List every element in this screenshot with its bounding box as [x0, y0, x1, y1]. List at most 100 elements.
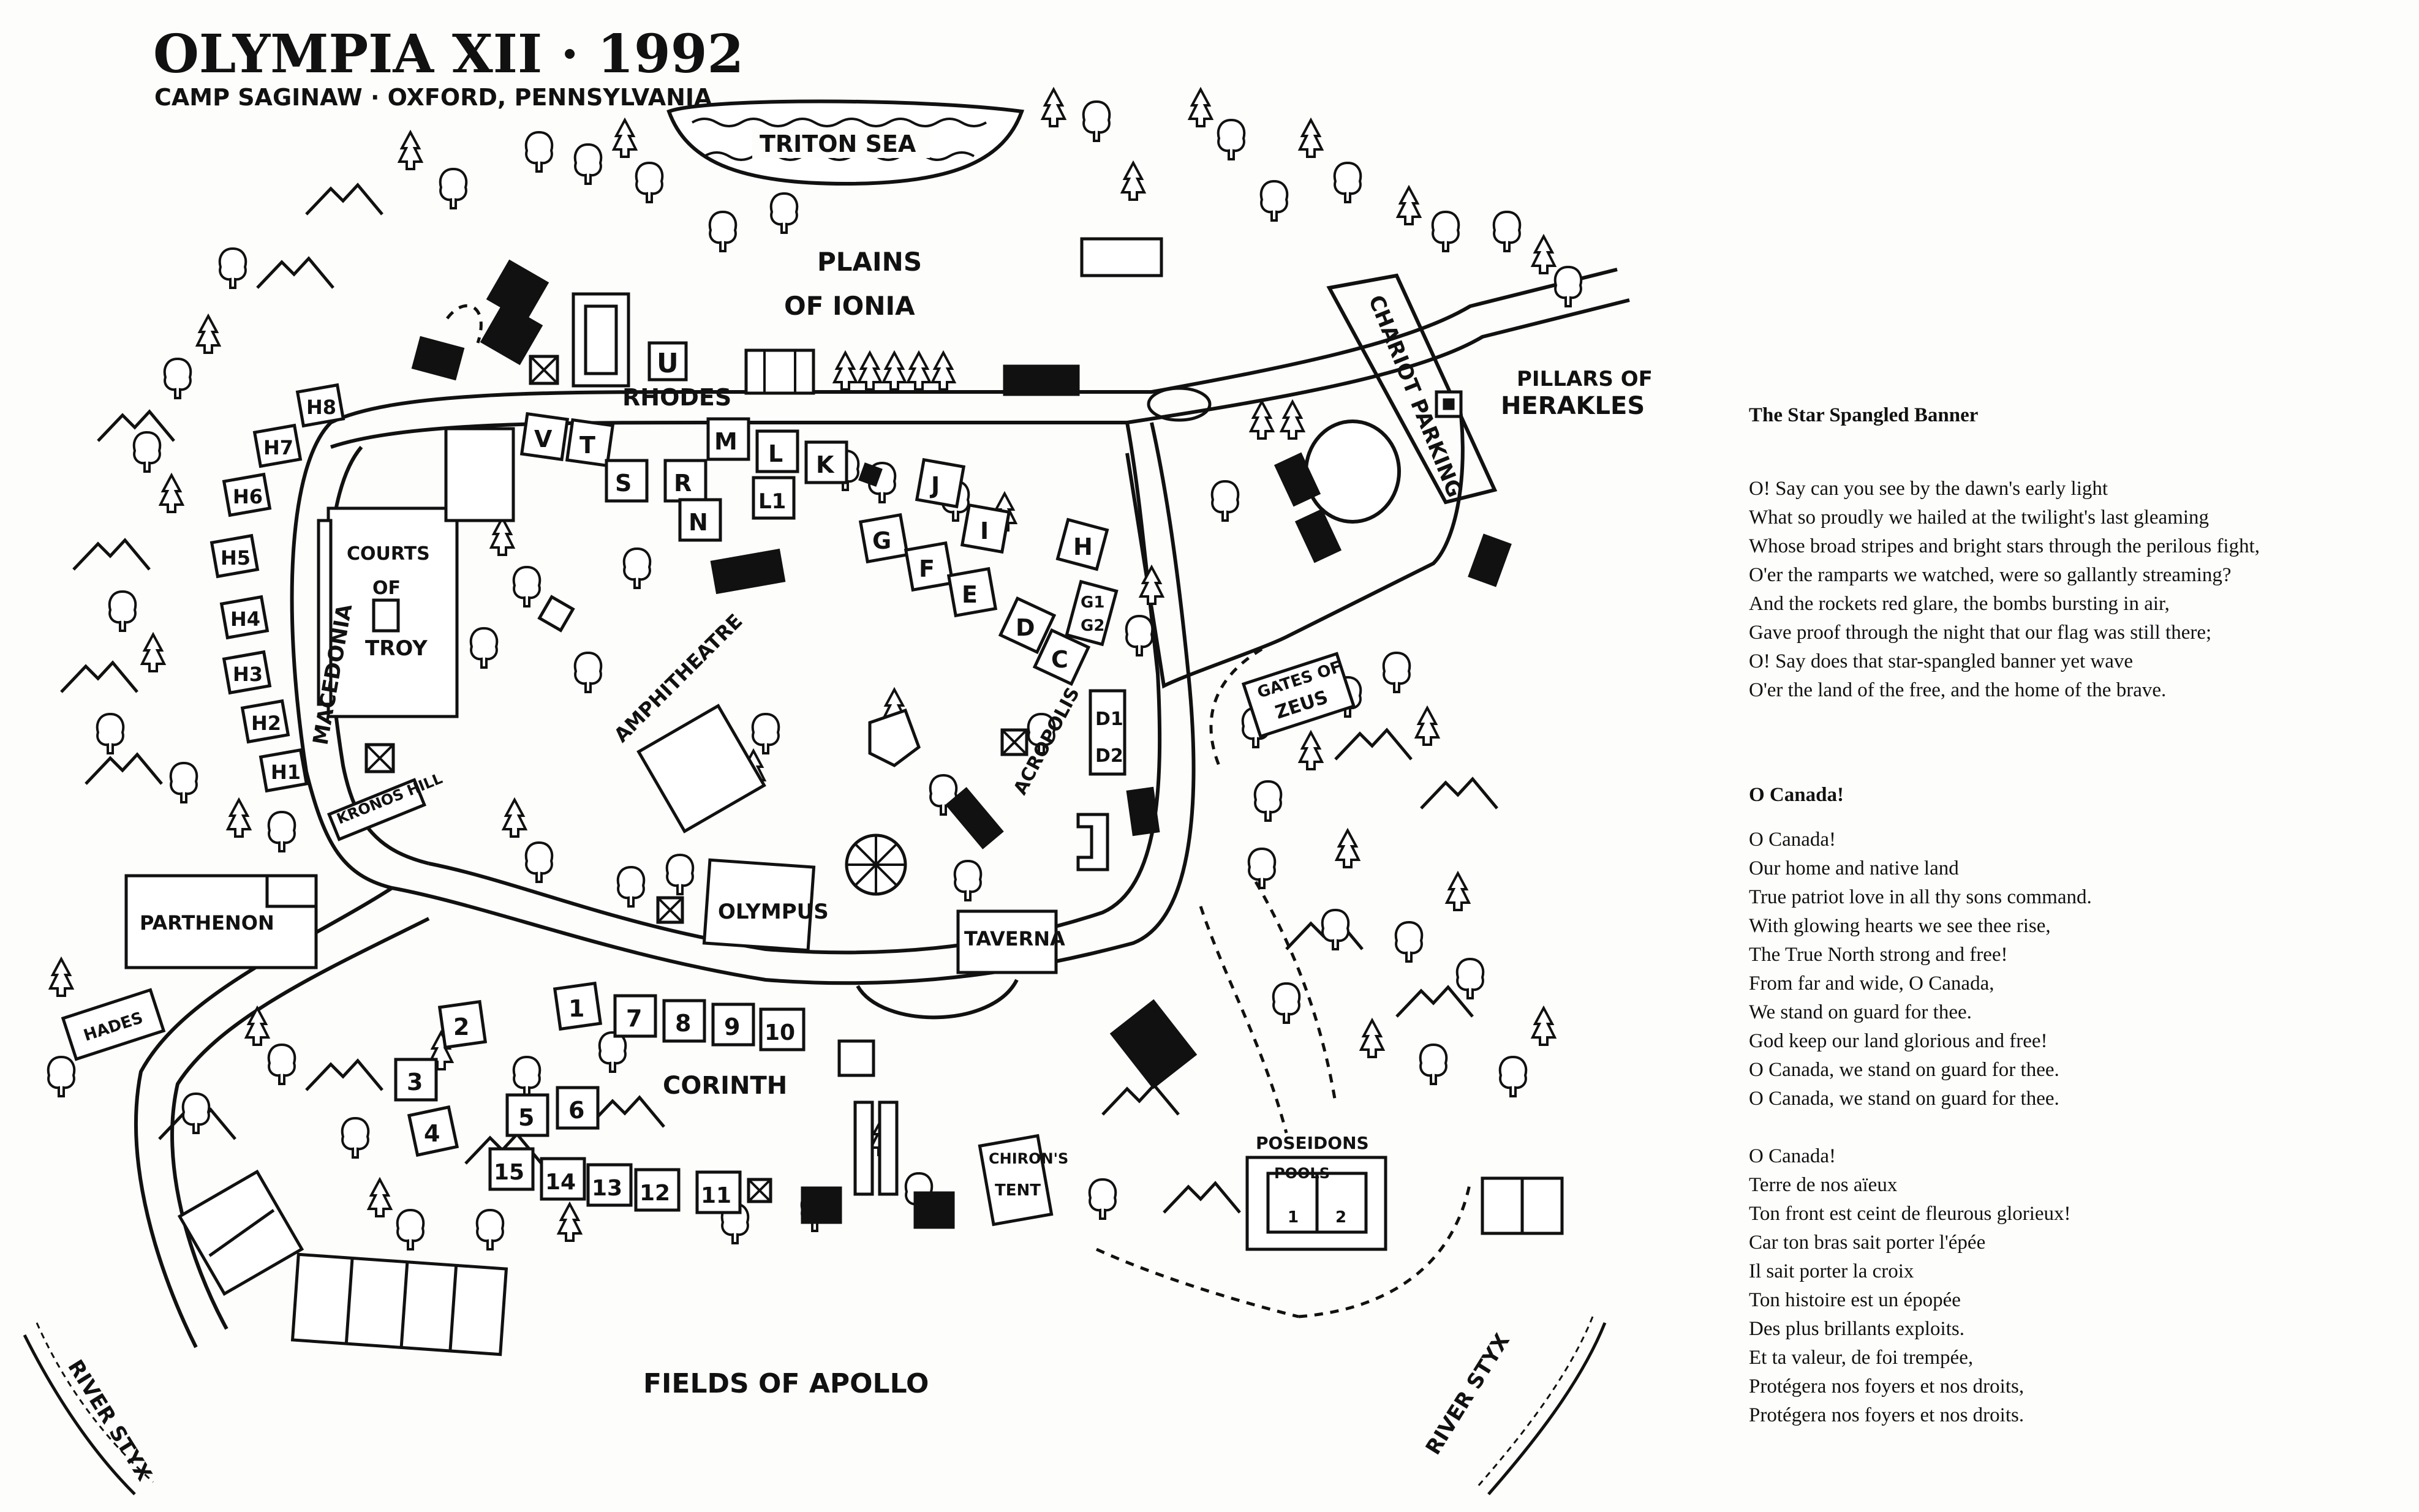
pool-1: 1: [1288, 1208, 1299, 1227]
cabin-11: 11: [701, 1183, 731, 1208]
plains-label: PLAINS: [817, 247, 922, 277]
cabin-f: F: [919, 555, 935, 582]
cabin-k: K: [816, 451, 835, 478]
field-west: [444, 427, 515, 522]
map-title: OLYMPIA XII · 1992: [153, 23, 744, 85]
lyric-line: O Canada!: [1749, 829, 1836, 851]
lyric-line: O! Say does that star-spangled banner ye…: [1749, 650, 2134, 672]
us-anthem-verse: O! Say can you see by the dawn's early l…: [1749, 475, 2398, 705]
lyric-line: With glowing hearts we see thee rise,: [1749, 915, 2051, 937]
camp-map: OLYMPIA XII · 1992 CAMP SAGINAW · OXFORD…: [23, 23, 1653, 1495]
fields-of-apollo: FIELDS OF APOLLO: [177, 1100, 929, 1399]
lyric-line: And the rockets red glare, the bombs bur…: [1749, 593, 2170, 615]
lyric-line: O'er the land of the free, and the home …: [1749, 679, 2167, 701]
troy-label: TROY: [365, 636, 428, 661]
us-anthem-title: The Star Spangled Banner: [1749, 404, 1979, 426]
lyric-line: Protégera nos foyers et nos droits.: [1749, 1404, 2025, 1426]
chirons-tent: CHIRON'S TENT: [978, 1134, 1068, 1227]
cabins-h: H1 H2 H3 H4 H5 H6 H7 H8: [209, 383, 345, 793]
courts-of-label: OF: [372, 577, 401, 599]
north-buildings: U: [411, 237, 1463, 418]
olympus: OLYMPUS: [656, 858, 829, 952]
courts-of-troy: COURTS OF TROY MACEDONIA: [308, 506, 459, 747]
lyric-line: Terre de nos aïeux: [1749, 1174, 1898, 1196]
hades: HADES: [61, 988, 166, 1061]
cabin-t: T: [579, 432, 595, 459]
cabin-m: M: [714, 428, 738, 455]
lyric-line: O Canada, we stand on guard for thee.: [1749, 1088, 2059, 1110]
cabin-9: 9: [724, 1014, 740, 1040]
central-cabins: V T S R N M L L1 K J I G F E D C H G1 G2: [519, 412, 1160, 896]
cabin-g: G: [872, 527, 891, 554]
cabin-d1: D1: [1095, 709, 1123, 730]
lyric-line: O! Say can you see by the dawn's early l…: [1749, 478, 2108, 500]
lyric-line: Our home and native land: [1749, 857, 1959, 879]
lyric-line: We stand on guard for thee.: [1749, 1001, 1972, 1023]
cabin-g1: G1: [1081, 593, 1104, 612]
fields-of-apollo-label: FIELDS OF APOLLO: [643, 1368, 929, 1399]
rhodes-label: RHODES: [622, 384, 731, 411]
cabin-7: 7: [626, 1005, 642, 1032]
trees: [47, 88, 1583, 1251]
lyric-line: Ton front est ceint de fleurous glorieux…: [1749, 1203, 2071, 1225]
map-subtitle: CAMP SAGINAW · OXFORD, PENNSYLVANIA: [154, 84, 712, 111]
cabin-1: 1: [568, 995, 584, 1022]
cabin-5: 5: [518, 1104, 534, 1131]
cabin-3: 3: [407, 1069, 423, 1096]
lyric-line: What so proudly we hailed at the twiligh…: [1749, 506, 2210, 528]
cabin-c: C: [1051, 646, 1068, 673]
corinth-label: CORINTH: [663, 1072, 787, 1100]
trails: [446, 304, 1472, 1318]
cabin-10: 10: [764, 1020, 795, 1045]
lyric-line: God keep our land glorious and free!: [1749, 1030, 2048, 1052]
lyric-line: Ton histoire est un épopée: [1749, 1289, 1961, 1311]
cabin-l1: L1: [758, 489, 786, 514]
tent-label: TENT: [995, 1181, 1041, 1200]
cabin-l: L: [768, 440, 783, 467]
courts-label: COURTS: [347, 543, 430, 565]
lyric-line: O Canada, we stand on guard for thee.: [1749, 1059, 2059, 1081]
anthem-lyrics: The Star Spangled Banner O! Say can you …: [1749, 401, 2398, 1430]
parking-area: [1274, 419, 1512, 587]
cabin-u: U: [657, 348, 679, 379]
pillars-of-label: PILLARS OF: [1517, 367, 1653, 391]
lyric-line: Car ton bras sait porter l'épée: [1749, 1232, 1986, 1254]
lyric-line: O'er the ramparts we watched, were so ga…: [1749, 564, 2232, 586]
cabin-d2: D2: [1095, 745, 1123, 767]
cabin-12: 12: [640, 1181, 670, 1206]
cabin-r: R: [674, 470, 692, 497]
cabin-h6: H6: [233, 485, 263, 508]
corinth-cabins: 2 1 7 8 9 10 3 4 5 6 15 14 13 12 11: [394, 981, 1198, 1229]
cabin-e: E: [962, 581, 978, 608]
cabin-h3: H3: [233, 663, 263, 686]
lyric-line: O Canada!: [1749, 1145, 1836, 1167]
cabin-i: I: [980, 517, 989, 544]
cabin-13: 13: [592, 1176, 622, 1201]
lyric-line: Gave proof through the night that our fl…: [1749, 622, 2212, 644]
cabin-h7: H7: [263, 436, 293, 459]
gates-of-zeus: GATES OF ZEUS: [1241, 652, 1356, 739]
ca-anthem-french: O Canada! Terre de nos aïeux Ton front e…: [1749, 1142, 2398, 1430]
triton-sea-label: TRITON SEA: [760, 130, 916, 157]
cabin-h: H: [1073, 533, 1093, 560]
pool-2: 2: [1335, 1208, 1346, 1227]
poseidons-pools: POSEIDONS POOLS 1 2: [1245, 1133, 1564, 1251]
cabin-4: 4: [424, 1120, 440, 1147]
cabin-n: N: [689, 509, 708, 536]
parthenon-label: PARTHENON: [140, 911, 274, 935]
road-network: [134, 268, 1630, 1348]
olympus-label: OLYMPUS: [718, 900, 829, 924]
river-styx-right-label: RIVER STYX: [1421, 1330, 1515, 1459]
cabin-h5: H5: [221, 546, 251, 570]
cabin-8: 8: [675, 1010, 691, 1037]
lyric-line: True patriot love in all thy sons comman…: [1749, 886, 2092, 908]
amphitheatre-building: [636, 704, 766, 833]
lyric-line: Et ta valeur, de foi trempée,: [1749, 1347, 1974, 1369]
cabin-h8: H8: [306, 396, 336, 419]
triton-sea: TRITON SEA: [666, 99, 1025, 186]
chirons-label: CHIRON'S: [989, 1150, 1068, 1167]
lyric-line: Whose broad stripes and bright stars thr…: [1749, 535, 2260, 557]
cabin-h1: H1: [271, 761, 301, 784]
of-ionia-label: OF IONIA: [784, 291, 915, 321]
cabin-2: 2: [453, 1014, 469, 1040]
